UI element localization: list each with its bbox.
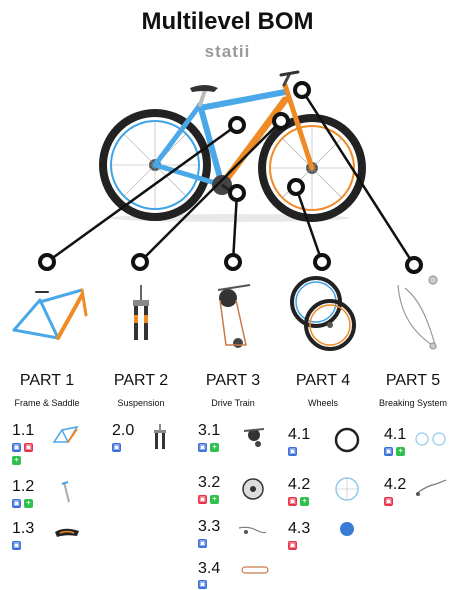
cart-icon[interactable]: ▣: [288, 447, 297, 456]
saddle-on-bike: [190, 85, 218, 92]
bike-diagram: [12, 70, 438, 351]
part-5-title: PART 5: [385, 372, 441, 389]
callout-frame[interactable]: [228, 116, 246, 134]
cart-icon[interactable]: ▣: [198, 539, 207, 548]
part-3-subtitle: Drive Train: [211, 398, 255, 408]
part-5-brakes-image: [397, 275, 438, 350]
item-number: 4.1: [288, 426, 311, 443]
saddle-icon: [55, 528, 79, 537]
part-2-title: PART 2: [113, 372, 169, 389]
chain-icon: [241, 566, 269, 574]
part-3-drivetrain-image: [217, 284, 251, 348]
brake-lever-icon: [415, 479, 447, 496]
item-number: 4.2: [288, 476, 311, 493]
disc-rotor-icon: [415, 432, 446, 446]
plus-icon[interactable]: +: [300, 497, 309, 506]
cart-icon[interactable]: ▣: [198, 580, 207, 589]
part-3-title: PART 3: [205, 372, 261, 389]
derailleur-icon: [243, 428, 265, 447]
callout-part-2[interactable]: [131, 253, 149, 271]
plus-icon[interactable]: +: [396, 447, 405, 456]
cart-icon[interactable]: ▣: [12, 499, 21, 508]
item-number: 4.2: [384, 476, 407, 493]
callout-wheels[interactable]: [287, 178, 305, 196]
chainring-icon: [242, 478, 264, 500]
item-number: 1.2: [12, 478, 35, 495]
cart-icon[interactable]: ▣: [112, 443, 121, 452]
part-2-subtitle: Suspension: [117, 398, 165, 408]
callout-brakes[interactable]: [293, 81, 311, 99]
cart-icon[interactable]: ▣: [12, 443, 21, 452]
part-4-subtitle: Wheels: [307, 398, 338, 408]
tire-icon: [334, 427, 360, 453]
cart-red-icon[interactable]: ▣: [24, 443, 33, 452]
connector-lines: [46, 89, 416, 266]
part-5-subtitle: Breaking System: [378, 398, 448, 408]
item-number: 2.0: [112, 422, 135, 439]
cart-red-icon[interactable]: ▣: [288, 541, 297, 550]
item-number: 3.4: [198, 560, 221, 577]
item-number: 4.1: [384, 426, 407, 443]
hub-icon: [340, 522, 354, 536]
cart-icon[interactable]: ▣: [384, 447, 393, 456]
part-1-title: PART 1: [19, 372, 75, 389]
item-number: 3.2: [198, 474, 221, 491]
plus-icon[interactable]: +: [210, 495, 219, 504]
item-number: 4.3: [288, 520, 311, 537]
brand-logo: statii: [204, 42, 251, 61]
item-number: 1.1: [12, 422, 35, 439]
plus-icon[interactable]: +: [24, 499, 33, 508]
frame-icon: [52, 425, 79, 443]
callout-suspension[interactable]: [272, 112, 290, 130]
cart-red-icon[interactable]: ▣: [384, 497, 393, 506]
part-1-frame-image: [12, 288, 88, 340]
cart-red-icon[interactable]: ▣: [288, 497, 297, 506]
callout-part-3[interactable]: [224, 253, 242, 271]
cable-icon: [238, 526, 267, 534]
page-title: Multilevel BOM: [141, 8, 314, 35]
item-number: 3.1: [198, 422, 221, 439]
part-4-title: PART 4: [295, 372, 351, 389]
callout-drivetrain[interactable]: [228, 184, 246, 202]
item-number: 3.3: [198, 518, 221, 535]
plus-icon[interactable]: +: [12, 456, 21, 465]
part-4-wheels-image: [290, 276, 356, 351]
part-2-fork-image: [133, 285, 149, 340]
cart-icon[interactable]: ▣: [12, 541, 21, 550]
rim-icon: [335, 477, 359, 501]
callout-part-4[interactable]: [313, 253, 331, 271]
fork-icon: [154, 424, 166, 449]
plus-icon[interactable]: +: [210, 443, 219, 452]
cart-red-icon[interactable]: ▣: [198, 495, 207, 504]
seatpost-icon: [61, 481, 70, 503]
item-number: 1.3: [12, 520, 35, 537]
callout-part-1[interactable]: [38, 253, 56, 271]
part-1-subtitle: Frame & Saddle: [14, 398, 80, 408]
cart-icon[interactable]: ▣: [198, 443, 207, 452]
callout-part-5[interactable]: [405, 256, 423, 274]
